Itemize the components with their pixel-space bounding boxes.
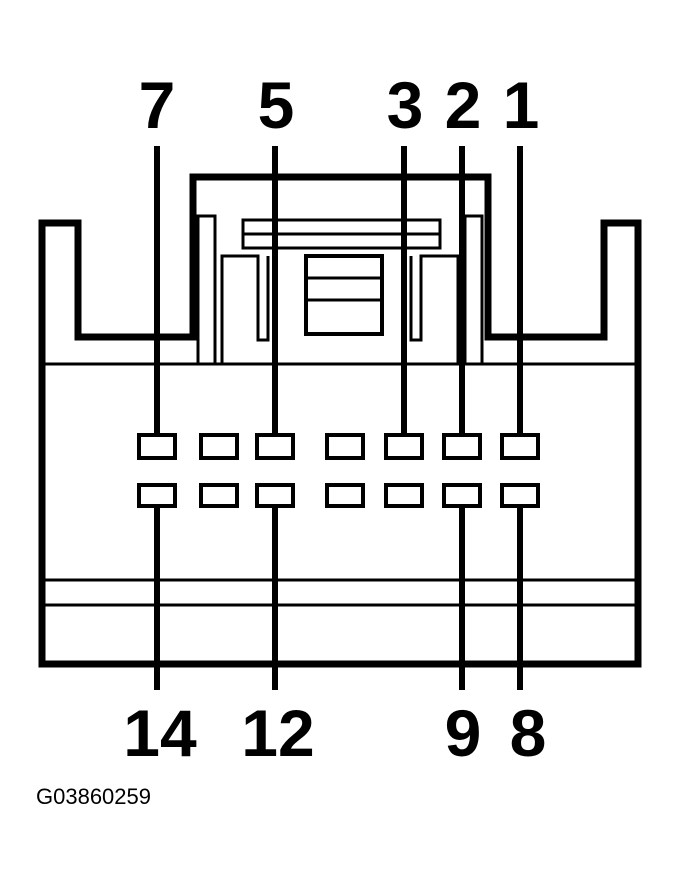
locking-latch: [196, 214, 484, 364]
pin-label-8: 8: [510, 696, 547, 770]
pin-label-3: 3: [387, 68, 424, 142]
connector-body-outline: [38, 173, 642, 668]
figure-id: G03860259: [36, 784, 151, 809]
top-leader-lines: [154, 146, 523, 435]
pin-label-1: 1: [503, 68, 540, 142]
bottom-leader-lines: [154, 506, 523, 690]
bottom-terminal-row: [137, 483, 540, 508]
pin-label-14: 14: [123, 696, 197, 770]
pin-label-7: 7: [139, 68, 176, 142]
pin-label-12: 12: [241, 696, 314, 770]
pin-label-2: 2: [445, 68, 482, 142]
pin-label-5: 5: [258, 68, 295, 142]
top-terminal-row: [137, 433, 540, 460]
pin-label-9: 9: [445, 696, 482, 770]
